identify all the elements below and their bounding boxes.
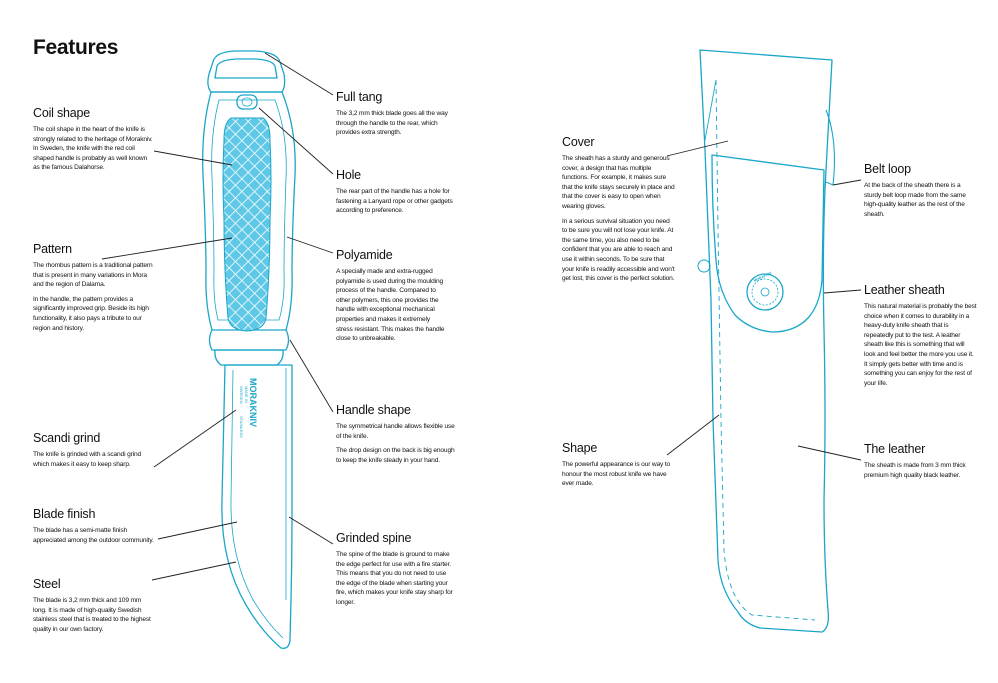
feature-text: The coil shape in the heart of the knife… <box>33 126 153 172</box>
feature-text: In the handle, the pattern provides a si… <box>33 295 149 332</box>
knife-illustration <box>202 50 296 649</box>
feature-leather-sheath: Leather sheath This natural material is … <box>864 283 977 393</box>
feature-title: Scandi grind <box>33 431 101 445</box>
knife-origin-mark: MADE IN SWEDEN <box>239 386 249 404</box>
knife-bolster <box>208 329 290 351</box>
feature-title: Shape <box>562 441 598 455</box>
knife-blade-marking: STAINLESS <box>239 416 244 438</box>
feature-grinded-spine: Grinded spine The spine of the blade is … <box>336 531 456 613</box>
feature-polyamide: Polyamide A specially made and extra-rug… <box>336 248 446 349</box>
feature-pattern: Pattern The rhombus pattern is a traditi… <box>33 242 155 338</box>
feature-title: Hole <box>336 168 361 182</box>
lanyard-hole <box>236 94 258 110</box>
feature-text: The powerful appearance is our way to ho… <box>562 461 671 488</box>
feature-title: Handle shape <box>336 403 411 417</box>
sheath-snap-button <box>746 273 784 311</box>
feature-title: Full tang <box>336 90 383 104</box>
knife-brand: MORAKNIV <box>248 378 258 427</box>
sheath-flap-edge <box>704 79 717 141</box>
page-title: Features <box>33 36 119 59</box>
feature-title: Belt loop <box>864 162 911 176</box>
sheath-cover-flap <box>711 154 825 333</box>
feature-title: Polyamide <box>336 248 393 262</box>
feature-text: At the back of the sheath there is a stu… <box>864 182 966 218</box>
knife-made-in: MADE IN <box>244 386 249 403</box>
knife-pommel <box>207 50 286 93</box>
feature-text: In a serious survival situation you need… <box>562 217 675 283</box>
feature-title: Grinded spine <box>336 531 412 545</box>
knife-country: SWEDEN <box>239 386 244 404</box>
feature-title: Coil shape <box>33 106 91 120</box>
feature-coil-shape: Coil shape The coil shape in the heart o… <box>33 106 155 178</box>
knife-blade <box>221 364 293 649</box>
feature-text: The rear part of the handle has a hole f… <box>336 188 453 215</box>
feature-text: The sheath is made from 3 mm thick premi… <box>864 462 966 479</box>
sheath-side-button <box>697 259 711 273</box>
feature-belt-loop: Belt loop At the back of the sheath ther… <box>864 162 977 224</box>
feature-full-tang: Full tang The 3,2 mm thick blade goes al… <box>336 90 456 143</box>
feature-the-leather: The leather The sheath is made from 3 mm… <box>864 442 977 485</box>
feature-text: The drop design on the back is big enoug… <box>336 447 455 464</box>
feature-text: The rhombus pattern is a traditional pat… <box>33 262 153 289</box>
feature-text: This natural material is probably the be… <box>864 303 977 387</box>
feature-blade-finish: Blade finish The blade has a semi-matte … <box>33 507 158 550</box>
feature-title: Pattern <box>33 242 72 256</box>
feature-scandi-grind: Scandi grind The knife is grinded with a… <box>33 431 155 474</box>
sheath-illustration <box>697 49 835 633</box>
feature-text: The blade has a semi-matte finish apprec… <box>33 527 154 544</box>
leader-lines <box>101 52 862 581</box>
feature-text: A specially made and extra-rugged polyam… <box>336 268 445 343</box>
lanyard-hole-inner <box>241 97 253 107</box>
feature-text: The knife is grinded with a scandi grind… <box>33 451 141 468</box>
feature-text: The 3,2 mm thick blade goes all the way … <box>336 110 448 137</box>
knife-blade-spine <box>230 369 284 639</box>
feature-text: The spine of the blade is ground to make… <box>336 551 453 606</box>
feature-shape: Shape The powerful appearance is our way… <box>562 441 676 494</box>
feature-title: Steel <box>33 577 61 591</box>
feature-text: The blade is 3,2 mm thick and 109 mm lon… <box>33 597 151 633</box>
feature-title: Leather sheath <box>864 283 945 297</box>
knife-brand-mark: MORAKNIV <box>248 378 258 427</box>
feature-handle-shape: Handle shape The symmetrical handle allo… <box>336 403 458 470</box>
knife-pommel-inner <box>214 58 278 79</box>
feature-text: The sheath has a sturdy and generous cov… <box>562 155 675 210</box>
feature-cover: Cover The sheath has a sturdy and genero… <box>562 135 676 289</box>
feature-title: Cover <box>562 135 595 149</box>
feature-title: The leather <box>864 442 926 456</box>
feature-hole: Hole The rear part of the handle has a h… <box>336 168 456 221</box>
feature-text: The symmetrical handle allows flexible u… <box>336 423 455 440</box>
knife-handle-inner <box>211 99 287 321</box>
sheath-stitching <box>715 79 816 621</box>
knife-ferrule <box>214 349 284 366</box>
feature-steel: Steel The blade is 3,2 mm thick and 109 … <box>33 577 155 639</box>
sheath-body <box>699 49 833 633</box>
feature-title: Blade finish <box>33 507 96 521</box>
rhombus-grip-pattern <box>222 117 272 332</box>
